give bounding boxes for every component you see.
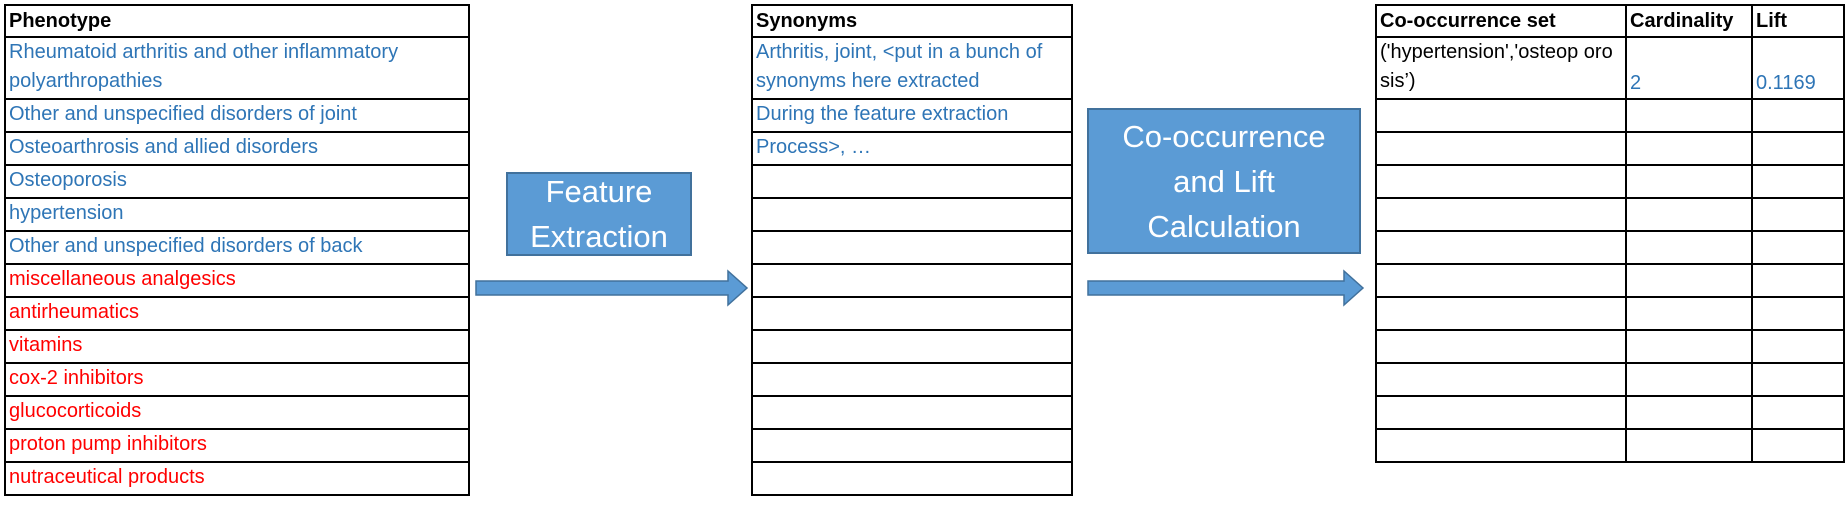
lift-cell bbox=[1751, 296, 1845, 331]
arrow-right-icon bbox=[475, 269, 749, 307]
lift-cell bbox=[1751, 329, 1845, 364]
lift-cell bbox=[1751, 428, 1845, 463]
cardinality-cell bbox=[1625, 362, 1753, 397]
phenotype-cell: miscellaneous analgesics bbox=[4, 263, 470, 298]
lift-cell bbox=[1751, 164, 1845, 199]
phenotype-cell: glucocorticoids bbox=[4, 395, 470, 430]
cardinality-cell bbox=[1625, 131, 1753, 166]
lift-cell bbox=[1751, 362, 1845, 397]
lift-cell bbox=[1751, 230, 1845, 265]
synonyms-header: Synonyms bbox=[751, 4, 1073, 38]
lift-cell bbox=[1751, 197, 1845, 232]
cardinality-cell bbox=[1625, 296, 1753, 331]
synonym-cell bbox=[751, 395, 1073, 430]
cooccurrence-lift-box: Co-occurrence and Lift Calculation bbox=[1087, 108, 1361, 254]
cardinality-cell bbox=[1625, 164, 1753, 199]
cooccurrence-set-cell bbox=[1375, 98, 1627, 133]
cardinality-cell bbox=[1625, 263, 1753, 298]
phenotype-cell: proton pump inhibitors bbox=[4, 428, 470, 463]
cardinality-header: Cardinality bbox=[1625, 4, 1753, 38]
cooccurrence-set-cell bbox=[1375, 428, 1627, 463]
lift-cell bbox=[1751, 131, 1845, 166]
synonym-cell bbox=[751, 296, 1073, 331]
cooccurrence-set-cell bbox=[1375, 395, 1627, 430]
phenotype-cell: Other and unspecified disorders of back bbox=[4, 230, 470, 265]
phenotype-cell: hypertension bbox=[4, 197, 470, 232]
lift-cell bbox=[1751, 98, 1845, 133]
synonym-cell bbox=[751, 263, 1073, 298]
cardinality-cell bbox=[1625, 395, 1753, 430]
cardinality-cell bbox=[1625, 230, 1753, 265]
synonym-cell bbox=[751, 197, 1073, 232]
cooccurrence-set-cell bbox=[1375, 230, 1627, 265]
synonym-cell bbox=[751, 164, 1073, 199]
cardinality-cell bbox=[1625, 197, 1753, 232]
cooccurrence-set-header: Co-occurrence set bbox=[1375, 4, 1627, 38]
cooccurrence-set-cell bbox=[1375, 164, 1627, 199]
cooccurrence-set-cell bbox=[1375, 197, 1627, 232]
lift-header: Lift bbox=[1751, 4, 1845, 38]
cooccurrence-table: Co-occurrence set Cardinality Lift ('hyp… bbox=[1375, 4, 1845, 463]
phenotype-header: Phenotype bbox=[4, 4, 470, 38]
feature-extraction-box: Feature Extraction bbox=[506, 172, 692, 256]
cooccurrence-label-line2: and Lift bbox=[1173, 163, 1275, 199]
phenotype-table: Phenotype Rheumatoid arthritis and other… bbox=[4, 4, 470, 496]
phenotype-cell: cox-2 inhibitors bbox=[4, 362, 470, 397]
synonym-cell: During the feature extraction bbox=[751, 98, 1073, 133]
phenotype-cell: Rheumatoid arthritis and other inflammat… bbox=[4, 36, 470, 100]
synonym-cell bbox=[751, 329, 1073, 364]
arrow-right-icon bbox=[1087, 269, 1365, 307]
synonym-cell bbox=[751, 230, 1073, 265]
synonym-cell bbox=[751, 428, 1073, 463]
cardinality-cell bbox=[1625, 428, 1753, 463]
synonym-cell: Arthritis, joint, <put in a bunch of syn… bbox=[751, 36, 1073, 100]
cooccurrence-label-line1: Co-occurrence bbox=[1122, 118, 1326, 154]
synonym-cell: Process>, … bbox=[751, 131, 1073, 166]
lift-cell: 0.1169 bbox=[1751, 36, 1845, 100]
lift-cell bbox=[1751, 395, 1845, 430]
phenotype-cell: Osteoarthrosis and allied disorders bbox=[4, 131, 470, 166]
feature-extraction-label-line1: Feature bbox=[545, 174, 653, 209]
feature-extraction-label-line2: Extraction bbox=[530, 219, 668, 254]
cooccurrence-set-cell bbox=[1375, 362, 1627, 397]
phenotype-cell: Other and unspecified disorders of joint bbox=[4, 98, 470, 133]
cooccurrence-set-cell bbox=[1375, 296, 1627, 331]
cardinality-cell bbox=[1625, 329, 1753, 364]
synonyms-table: Synonyms Arthritis, joint, <put in a bun… bbox=[751, 4, 1073, 496]
synonym-cell bbox=[751, 362, 1073, 397]
phenotype-cell: vitamins bbox=[4, 329, 470, 364]
cardinality-cell bbox=[1625, 98, 1753, 133]
cooccurrence-set-cell: ('hypertension','osteop orosis’) bbox=[1375, 36, 1627, 100]
cooccurrence-set-cell bbox=[1375, 131, 1627, 166]
cooccurrence-set-cell bbox=[1375, 263, 1627, 298]
cooccurrence-set-cell bbox=[1375, 329, 1627, 364]
phenotype-cell: Osteoporosis bbox=[4, 164, 470, 199]
cooccurrence-label-line3: Calculation bbox=[1147, 208, 1301, 244]
lift-cell bbox=[1751, 263, 1845, 298]
phenotype-cell: antirheumatics bbox=[4, 296, 470, 331]
synonym-cell bbox=[751, 461, 1073, 496]
phenotype-cell: nutraceutical products bbox=[4, 461, 470, 496]
cardinality-cell: 2 bbox=[1625, 36, 1753, 100]
